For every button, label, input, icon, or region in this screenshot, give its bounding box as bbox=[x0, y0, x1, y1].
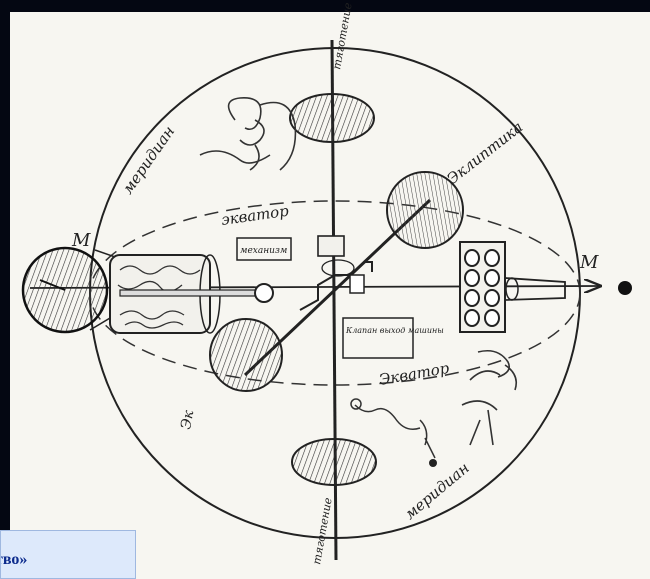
label-ecliptic-upper-right: Эклиптика bbox=[443, 118, 526, 188]
label-equator-lower: Экватор bbox=[378, 359, 451, 389]
label-ecliptic-lower-left: Эк bbox=[178, 409, 197, 431]
label-m-left: М bbox=[71, 230, 91, 251]
right-ball bbox=[618, 281, 632, 295]
label-mechanism-box: механизм bbox=[240, 246, 287, 256]
caption-text: тво» bbox=[0, 551, 27, 569]
right-tube bbox=[505, 278, 565, 300]
valve-box bbox=[343, 318, 413, 358]
ecliptic-sphere-lower bbox=[210, 319, 282, 391]
left-rod-ring bbox=[255, 284, 273, 302]
central-hub-block bbox=[350, 275, 364, 293]
label-valve-box: Клапан выход машины bbox=[345, 326, 444, 335]
central-hub-upper bbox=[318, 236, 344, 256]
label-m-right: М bbox=[579, 252, 599, 273]
figure-dot bbox=[429, 459, 437, 467]
left-cylinder-rod bbox=[120, 290, 260, 296]
label-gravity-top: тяготение bbox=[330, 1, 355, 70]
label-meridian-lower-right: меридиан bbox=[401, 459, 473, 523]
bottom-disc bbox=[292, 439, 376, 485]
right-tube-end bbox=[506, 278, 518, 300]
central-loop bbox=[322, 260, 354, 276]
label-gravity-bottom: тяготение bbox=[310, 496, 335, 565]
label-equator-upper: экватор bbox=[220, 202, 290, 229]
figure-upper-left bbox=[200, 98, 295, 170]
caption-box: тво» bbox=[0, 530, 136, 579]
figure-head bbox=[351, 399, 361, 409]
top-disc bbox=[290, 94, 374, 142]
